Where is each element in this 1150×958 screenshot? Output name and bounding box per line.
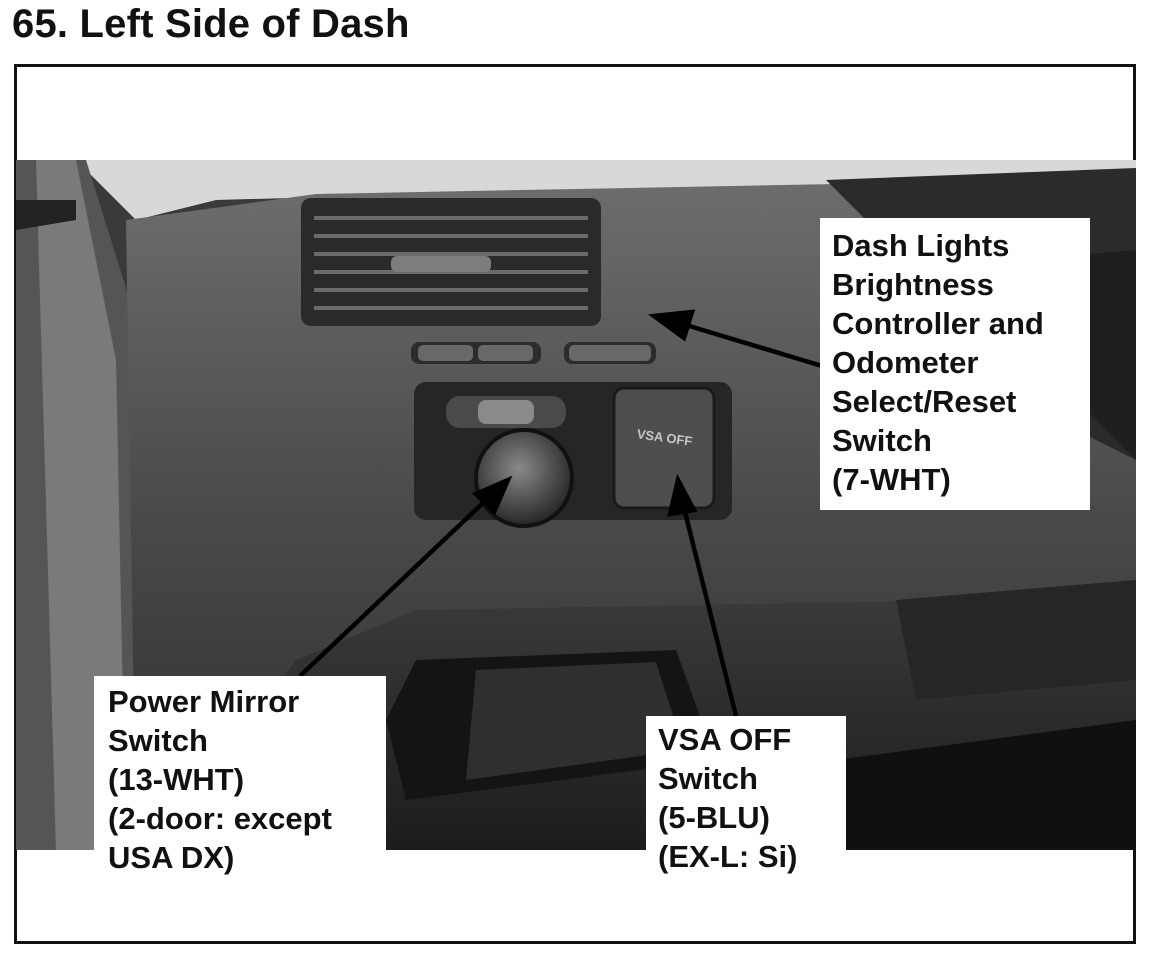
callout-power-mirror: Power Mirror Switch (13-WHT) (2-door: ex…: [94, 676, 386, 938]
vsa-off-button: [612, 386, 716, 510]
callout-vsa-off: VSA OFF Switch (5-BLU) (EX-L: Si): [646, 716, 846, 938]
callout-dash-lights: Dash Lights Brightness Controller and Od…: [820, 218, 1090, 510]
mirror-knob: [474, 428, 574, 528]
page-title: 65. Left Side of Dash: [12, 2, 410, 46]
